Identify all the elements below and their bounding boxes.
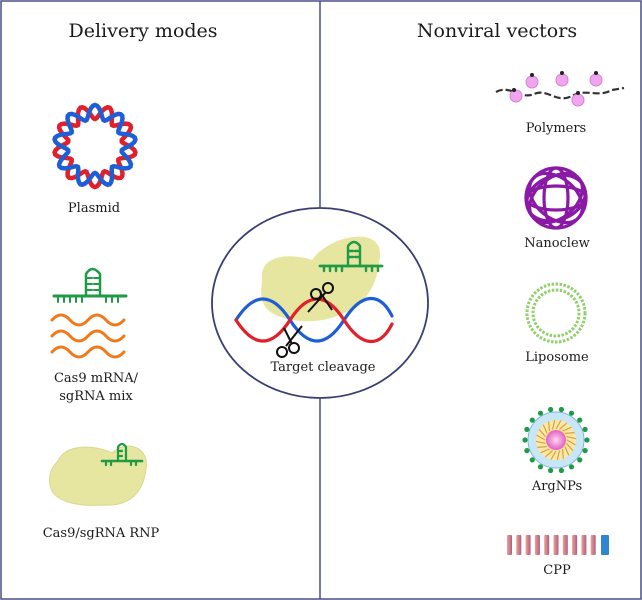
mrna-label-line2: sgRNA mix	[59, 389, 133, 404]
nonviral-vectors-title: Nonviral vectors	[416, 20, 578, 42]
mrna-sgrna-icon	[50, 267, 128, 359]
plasmid-label: Plasmid	[67, 201, 121, 216]
scissors-icon-top	[307, 282, 334, 313]
polymer-icon	[495, 71, 625, 107]
cpp-icon	[507, 535, 609, 555]
mrna-label-line1: Cas9 mRNA/	[53, 371, 139, 386]
scissors-icon-bottom	[276, 325, 303, 358]
argnps-label: ArgNPs	[531, 479, 583, 494]
rnp-label: Cas9/sgRNA RNP	[42, 526, 160, 541]
argnp-icon	[522, 406, 590, 474]
target-cleavage-label: Target cleavage	[270, 360, 376, 375]
delivery-modes-title: Delivery modes	[68, 20, 218, 42]
liposome-label: Liposome	[525, 350, 589, 365]
nanoclew-label: Nanoclew	[524, 236, 590, 251]
target-cleavage-icon	[234, 236, 394, 358]
rnp-icon	[49, 442, 147, 506]
polymers-label: Polymers	[525, 121, 587, 136]
cpp-label: CPP	[543, 563, 571, 578]
nanoclew-icon	[524, 166, 588, 230]
liposome-icon	[525, 282, 587, 344]
plasmid-icon	[52, 102, 138, 190]
